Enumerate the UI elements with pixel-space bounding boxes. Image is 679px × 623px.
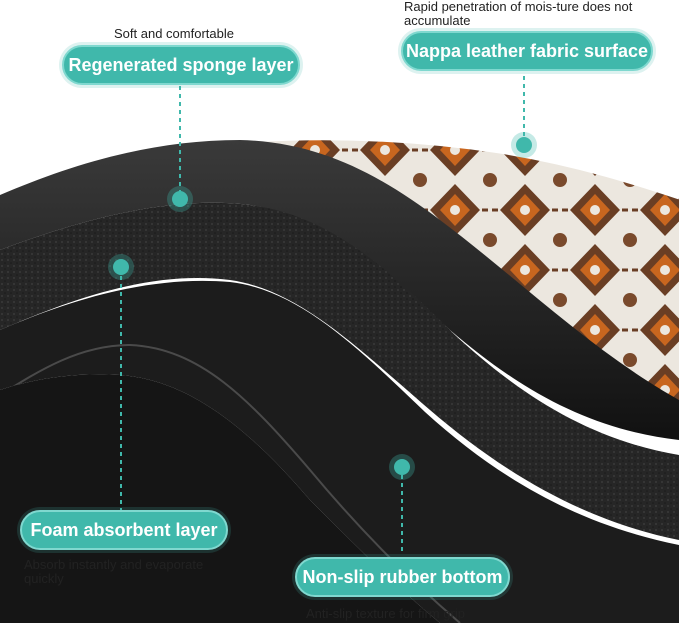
nappa-marker <box>511 132 537 158</box>
nappa-caption: Rapid penetration of mois-ture does not … <box>404 0 633 28</box>
sponge-layer <box>0 140 679 440</box>
foam-layer <box>0 202 679 540</box>
rubber-layer <box>0 280 679 623</box>
sponge-caption: Soft and comfortable <box>114 26 234 41</box>
sponge-label: Regenerated sponge layer <box>62 45 300 85</box>
nappa-label: Nappa leather fabric surface <box>401 31 653 71</box>
rubber-label: Non-slip rubber bottom <box>295 557 510 597</box>
foam-marker <box>108 254 134 280</box>
sponge-marker <box>167 186 193 212</box>
foam-label: Foam absorbent layer <box>20 510 228 550</box>
rubber-caption: Anti-slip texture for firm grip <box>306 606 465 621</box>
foam-caption: Absorb instantly and evaporate quickly <box>24 557 204 586</box>
rubber-marker <box>389 454 415 480</box>
